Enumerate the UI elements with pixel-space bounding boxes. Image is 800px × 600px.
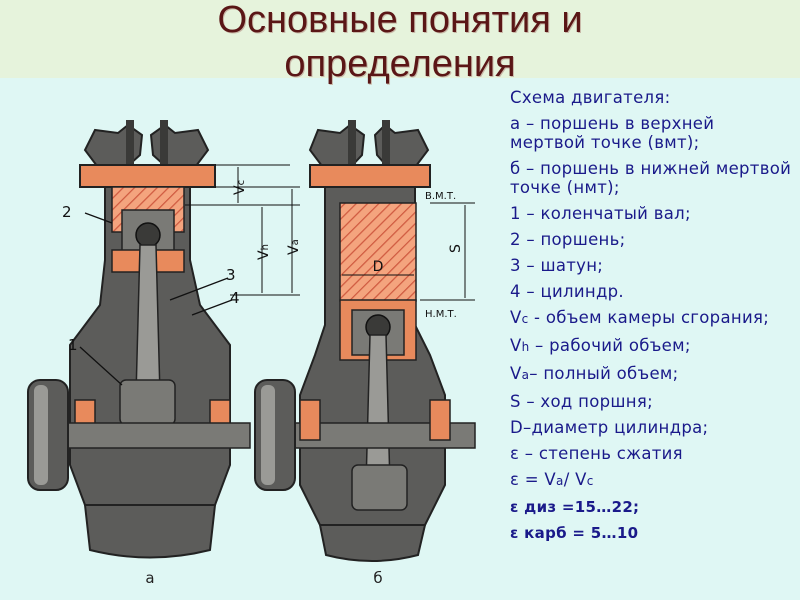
callout-1: 1 bbox=[68, 336, 78, 354]
legend: Схема двигателя: а – поршень в верхней м… bbox=[510, 88, 795, 550]
legend-b: б – поршень в нижней мертвой точке (нмт)… bbox=[510, 159, 792, 197]
label-b: б bbox=[373, 569, 382, 587]
legend-va: Va– полный объем; bbox=[510, 364, 679, 383]
tdc-label: В.М.Т. bbox=[425, 191, 456, 202]
engine-a: 2 3 4 1 Vc Vh Va а bbox=[27, 120, 302, 587]
bdc-label: Н.М.Т. bbox=[425, 309, 457, 320]
crankshaft-a bbox=[39, 422, 251, 449]
callout-2: 2 bbox=[62, 203, 72, 221]
engine-diagram: 2 3 4 1 Vc Vh Va а bbox=[27, 120, 476, 587]
legend-carb: ε карб = 5…10 bbox=[510, 524, 639, 542]
svg-text:Vh: Vh bbox=[256, 244, 272, 260]
title-line-1: Основные понятия и bbox=[217, 0, 583, 41]
legend-diesel: ε диз =15…22; bbox=[510, 498, 640, 516]
cylinder-head-b bbox=[309, 164, 431, 188]
legend-d: D–диаметр цилиндра; bbox=[510, 418, 709, 437]
callout-4: 4 bbox=[230, 289, 240, 307]
legend-vh: Vh – рабочий объем; bbox=[510, 336, 691, 355]
combustion-volume-b bbox=[339, 202, 417, 302]
conrod-a bbox=[135, 244, 161, 396]
legend-1: 1 – коленчатый вал; bbox=[510, 204, 691, 223]
legend-3: 3 – шатун; bbox=[510, 256, 604, 275]
legend-formula: ε = Va/ Vc bbox=[510, 470, 594, 489]
slide-title: Основные понятия и определения bbox=[0, 0, 800, 86]
dim-d-label: D bbox=[373, 259, 384, 275]
legend-4: 4 – цилиндр. bbox=[510, 282, 624, 301]
dim-vc-label: V bbox=[232, 185, 248, 195]
legend-2: 2 – поршень; bbox=[510, 230, 626, 249]
conrod-b bbox=[365, 334, 391, 486]
label-a: а bbox=[145, 569, 154, 587]
engine-b: S D В.М.Т. Н.М.Т. б bbox=[254, 120, 476, 587]
legend-eps: ε – степень сжатия bbox=[510, 444, 683, 463]
dim-va-label: V bbox=[286, 245, 302, 255]
legend-scheme: Схема двигателя: bbox=[510, 88, 671, 107]
legend-vc: Vc - объем камеры сгорания; bbox=[510, 308, 770, 327]
legend-s: S – ход поршня; bbox=[510, 392, 653, 411]
svg-text:Vc: Vc bbox=[232, 180, 248, 195]
legend-a: а – поршень в верхней мертвой точке (вмт… bbox=[510, 114, 715, 152]
title-band bbox=[0, 0, 800, 78]
dim-s-label: S bbox=[448, 244, 464, 253]
callout-3: 3 bbox=[226, 266, 236, 284]
title-line-2: определения bbox=[284, 43, 516, 85]
svg-text:Va: Va bbox=[286, 239, 302, 255]
dim-vh-label: V bbox=[256, 250, 272, 260]
cylinder-head-a bbox=[79, 164, 216, 188]
